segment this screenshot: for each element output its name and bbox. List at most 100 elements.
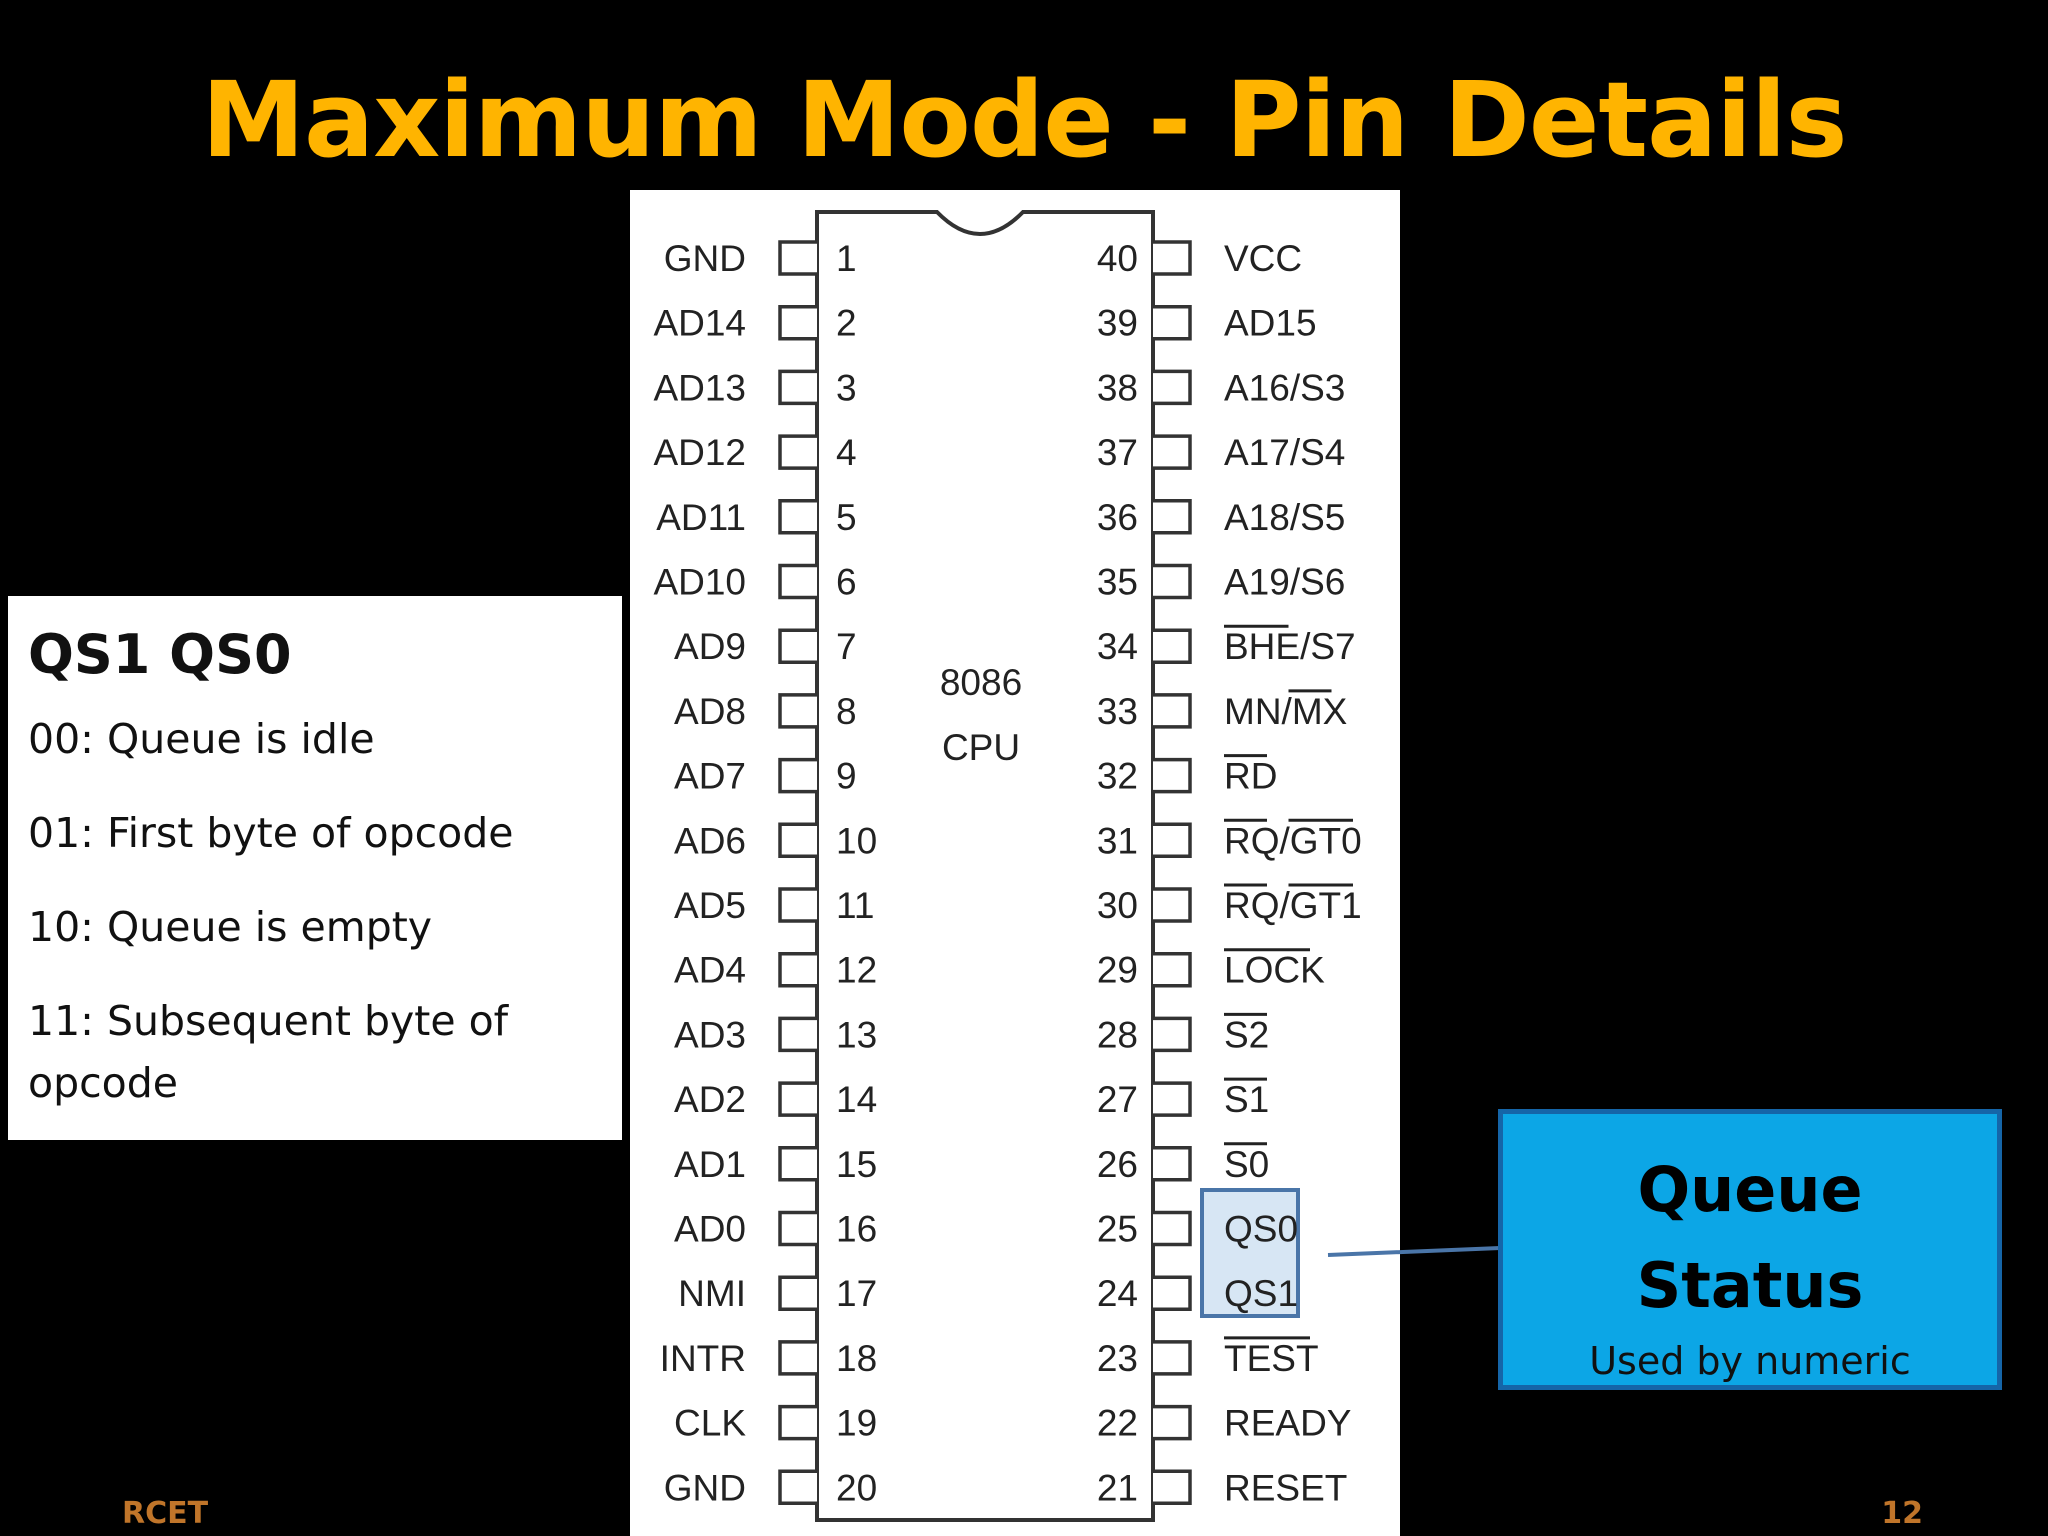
info-item-01: 01: First byte of opcode [28, 809, 514, 857]
pin-label: S0 [1224, 1144, 1269, 1185]
pin-lead [1153, 693, 1192, 729]
pin-label: AD14 [653, 303, 746, 344]
pin-label: AD9 [674, 626, 746, 667]
info-item-11: 11: Subsequent byte of opcode [28, 997, 509, 1107]
pin-lead [1153, 951, 1192, 988]
pin-label: TEST [1224, 1338, 1319, 1379]
chip-body [815, 210, 1155, 1522]
pin-label: A16/S3 [1224, 367, 1345, 408]
pin-label: AD8 [674, 691, 746, 732]
pin-number: 20 [836, 1467, 877, 1508]
pin-number: 32 [1097, 756, 1138, 797]
pin-lead [1153, 1404, 1192, 1441]
callout-title-line1: Queue [1637, 1153, 1863, 1226]
callout-subtitle: Used by numeric [1589, 1339, 1911, 1383]
pin-number: 19 [836, 1403, 877, 1444]
pin-label: LOCK [1224, 950, 1325, 991]
pin-number: 28 [1097, 1014, 1138, 1055]
pin-number: 14 [836, 1079, 877, 1120]
qs-highlight [1200, 1188, 1300, 1318]
slide-title: Maximum Mode - Pin Details [201, 59, 1848, 181]
pin-label: AD1 [674, 1144, 746, 1185]
pin-20: GND 20 [664, 1467, 877, 1508]
pin-label: AD6 [674, 820, 746, 861]
pin-lead [1153, 1081, 1192, 1117]
pin-lead [778, 1404, 817, 1441]
pin-lead [1153, 1146, 1192, 1182]
pin-lead [778, 951, 817, 988]
pin-number: 40 [1097, 238, 1138, 279]
pin-number: 31 [1097, 820, 1138, 861]
pin-10: AD6 10 [674, 820, 877, 861]
pin-lead [778, 1469, 817, 1506]
pin-lead [1153, 1210, 1192, 1247]
pin-lead [778, 1146, 817, 1182]
pin-6: AD10 6 [653, 562, 856, 603]
info-item-00: 00: Queue is idle [28, 715, 375, 763]
pin-lead [1153, 499, 1192, 535]
pin-lead [1153, 1340, 1192, 1376]
pin-lead [1153, 1275, 1192, 1311]
pin-lead [778, 822, 817, 859]
pin-lead [1153, 628, 1192, 664]
pin-label: GND [664, 1467, 746, 1508]
pin-lead [778, 1210, 817, 1247]
pin-label: AD12 [653, 432, 746, 473]
pin-label: S2 [1224, 1014, 1269, 1055]
pin-number: 39 [1097, 303, 1138, 344]
pin-number: 10 [836, 820, 877, 861]
pin-number: 2 [836, 303, 857, 344]
queue-status-info: QS1 QS0 00: Queue is idle 01: First byte… [8, 596, 622, 1140]
pin-label: READY [1224, 1403, 1351, 1444]
pin-15: AD1 15 [674, 1144, 877, 1185]
pin-label: AD15 [1224, 303, 1317, 344]
pin-label: VCC [1224, 238, 1302, 279]
chip-name: 8086 [940, 662, 1022, 703]
pin-number: 1 [836, 238, 857, 279]
pin-lead [778, 887, 817, 923]
pin-lead [1153, 304, 1192, 341]
pin-lead [1153, 434, 1192, 470]
pin-13: AD3 13 [674, 1014, 877, 1055]
pin-label: AD3 [674, 1014, 746, 1055]
pin-number: 9 [836, 756, 857, 797]
pin-number: 16 [836, 1209, 877, 1250]
connector-line [1327, 1246, 1501, 1257]
pin-lead [778, 1081, 817, 1117]
pin-label: AD11 [656, 497, 746, 538]
info-title: QS1 QS0 [28, 623, 292, 686]
pin-number: 6 [836, 562, 857, 603]
pin-number: 15 [836, 1144, 877, 1185]
pin-number: 13 [836, 1014, 877, 1055]
pin-label: AD13 [653, 367, 746, 408]
pin-label: QS0 [1224, 1209, 1298, 1250]
pin-lead [1153, 757, 1192, 794]
pin-number: 23 [1097, 1338, 1138, 1379]
pin-label: AD10 [653, 562, 746, 603]
pin-label: NMI [678, 1273, 746, 1314]
queue-status-callout: Queue Status Used by numeric [1498, 1109, 2002, 1390]
chip-sub: CPU [942, 727, 1020, 768]
pin-lead [1153, 240, 1192, 276]
pin-lead [1153, 1469, 1192, 1506]
pin-label: A18/S5 [1224, 497, 1345, 538]
pin-lead [778, 434, 817, 470]
